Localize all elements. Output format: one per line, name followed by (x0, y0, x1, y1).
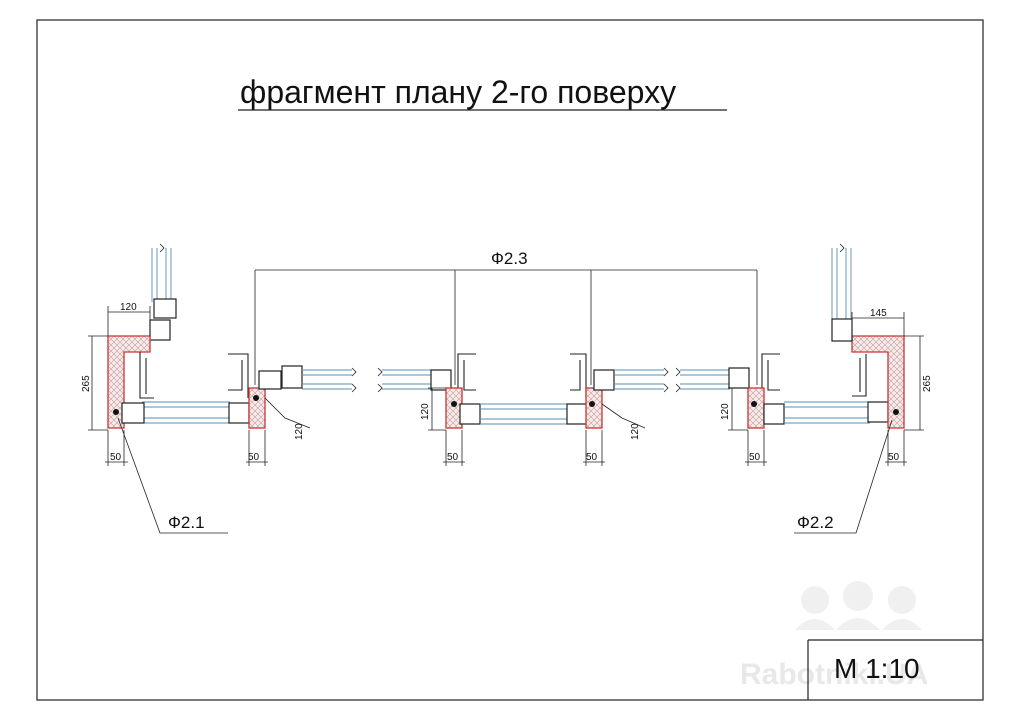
right-corner-node (784, 243, 924, 534)
node1-side-dim: 120 (294, 423, 305, 440)
node4-height-dim: 120 (720, 403, 731, 420)
node2-bottom-dim: 50 (447, 452, 459, 463)
f22-label: Ф2.2 (797, 513, 834, 532)
node-1 (228, 353, 357, 466)
node3-side-dim: 120 (630, 423, 641, 440)
node-4 (675, 353, 785, 466)
f23-label: Ф2.3 (491, 249, 528, 268)
left-corner-node (88, 243, 250, 534)
left-height-dim: 265 (81, 375, 92, 392)
node-3 (566, 353, 669, 466)
right-height-dim: 265 (922, 375, 933, 392)
f21-label: Ф2.1 (168, 513, 205, 532)
node-2 (377, 353, 568, 466)
drawing-title: фрагмент плану 2-го поверху (240, 74, 676, 110)
right-bottom-dim: 50 (888, 452, 900, 463)
left-bottom-dim: 50 (110, 452, 122, 463)
left-width-dim: 120 (120, 302, 137, 313)
node1-bottom-dim: 50 (248, 452, 260, 463)
watermark-logo (795, 581, 922, 630)
scale-label: М 1:10 (834, 653, 920, 684)
f23-dimension (254, 269, 758, 385)
node3-bottom-dim: 50 (586, 452, 598, 463)
node2-height-dim: 120 (420, 403, 431, 420)
watermark-text: Rabotniki.UA (740, 658, 928, 691)
sheet-border (36, 19, 984, 701)
right-width-dim: 145 (870, 308, 887, 319)
node4-bottom-dim: 50 (749, 452, 761, 463)
